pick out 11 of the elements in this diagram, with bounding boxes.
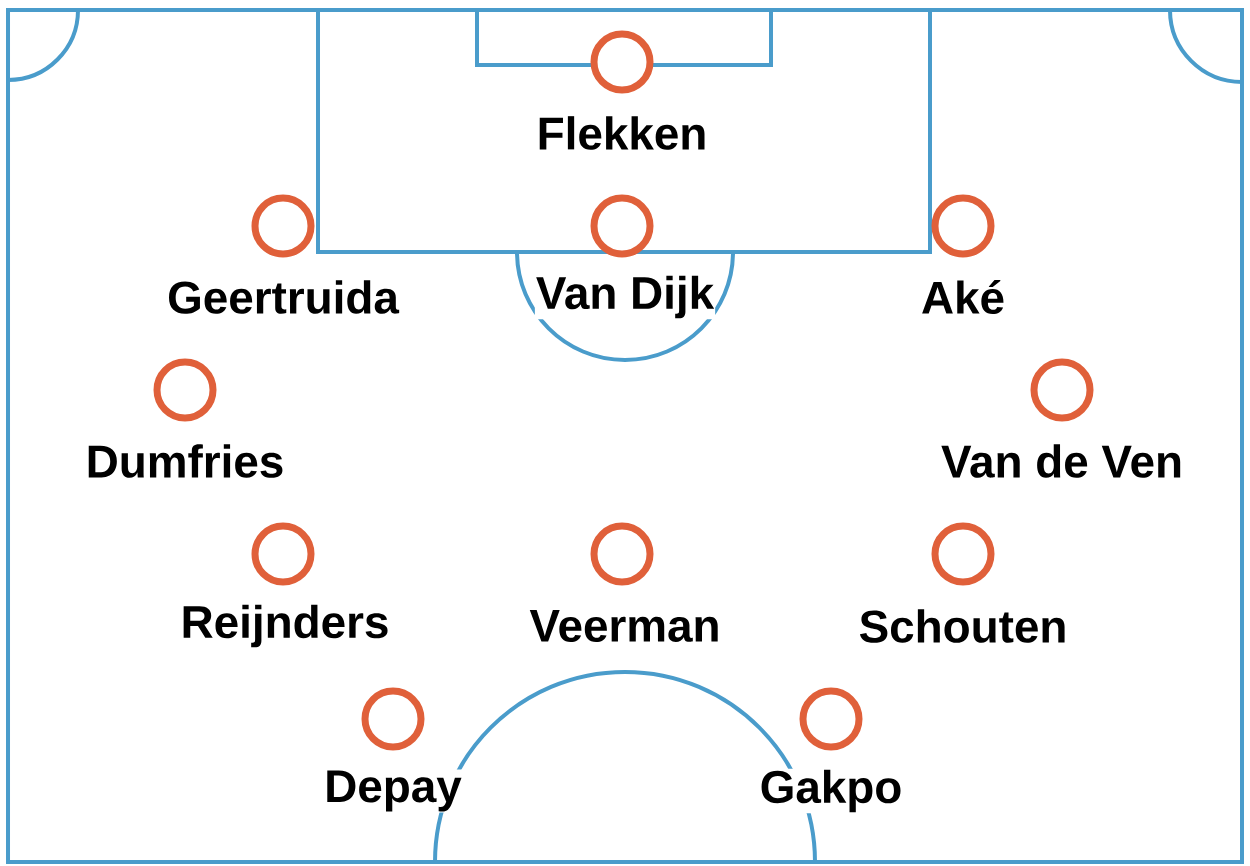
player-name: Gakpo	[758, 768, 904, 814]
player-name: Van de Ven	[940, 443, 1184, 479]
player-name: Reijnders	[179, 603, 391, 649]
player-name: Aké	[919, 278, 1007, 316]
player-name: Van Dijk	[534, 274, 716, 320]
player-name: Geertruida	[166, 279, 400, 315]
player-name: Schouten	[857, 608, 1069, 644]
player-name: Flekken	[535, 115, 709, 151]
player-name: Veerman	[528, 609, 722, 643]
player-name: Depay	[323, 769, 463, 813]
player-name: Dumfries	[84, 443, 286, 479]
